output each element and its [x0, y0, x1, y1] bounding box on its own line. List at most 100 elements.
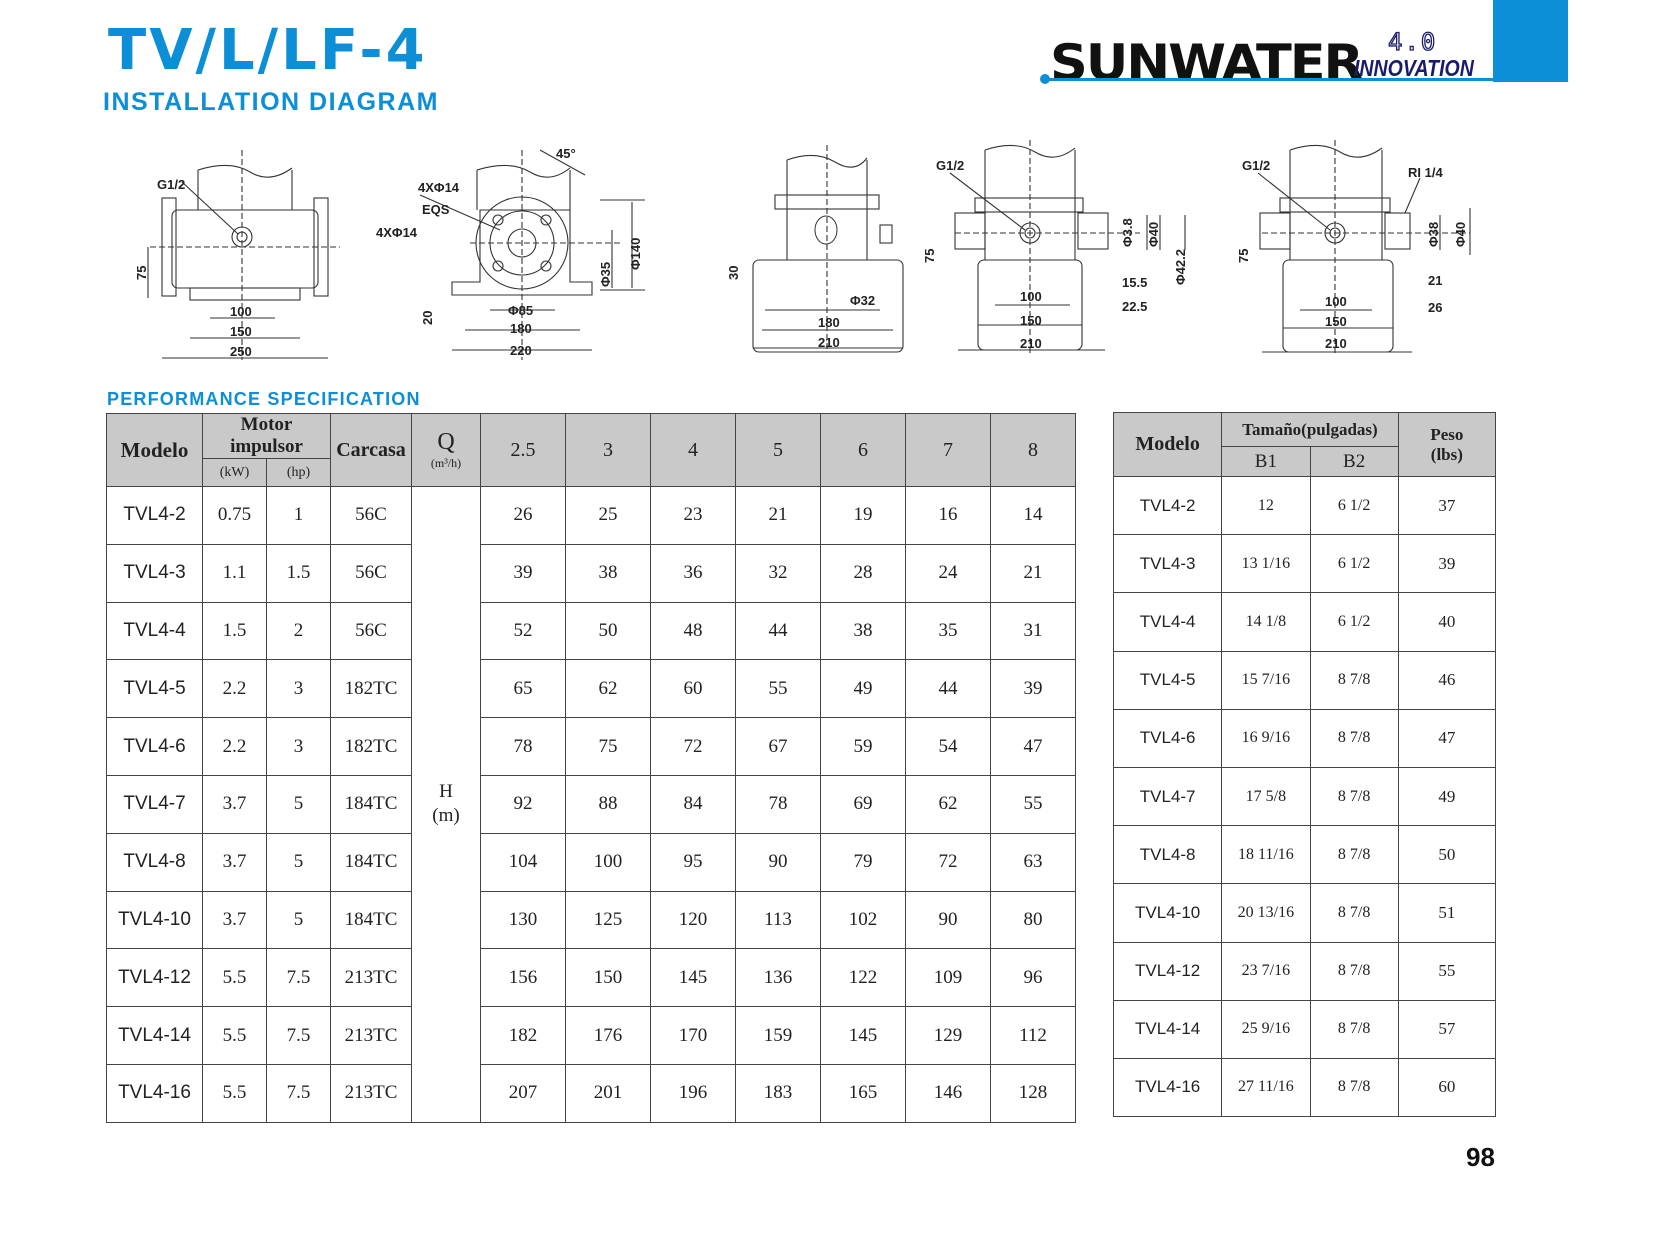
hp-cell: 1.5 — [266, 543, 331, 603]
weight-cell: 49 — [1397, 766, 1497, 827]
b1-cell: 13 1/16 — [1221, 534, 1311, 594]
svg-text:Φ32: Φ32 — [850, 293, 875, 308]
model-cell: TVL4-12 — [106, 948, 203, 1008]
head-value-cell: 21 — [735, 486, 821, 545]
model-cell: TVL4-12 — [1112, 941, 1223, 1001]
kw-cell: 5.5 — [202, 1063, 267, 1123]
diagram-front-flanged: G1/2 75 100 150 250 — [134, 150, 340, 360]
head-value-cell: 49 — [820, 659, 906, 719]
svg-text:22.5: 22.5 — [1122, 299, 1147, 314]
b2-cell: 8 7/8 — [1309, 650, 1399, 710]
model-cell: TVL4-16 — [1112, 1057, 1223, 1118]
model-cell: TVL4-2 — [1112, 475, 1223, 536]
model-cell: TVL4-14 — [106, 1006, 203, 1065]
b2-cell: 8 7/8 — [1309, 941, 1399, 1001]
model-cell: TVL4-3 — [1112, 534, 1223, 594]
head-value-cell: 165 — [820, 1063, 906, 1123]
hp-cell: 3 — [266, 659, 331, 719]
frame-cell: 213TC — [330, 1006, 412, 1065]
svg-text:180: 180 — [818, 315, 840, 330]
head-value-cell: 182 — [480, 1006, 566, 1065]
head-value-cell: 84 — [650, 774, 736, 834]
head-value-cell: 95 — [650, 832, 736, 892]
kw-cell: 0.75 — [202, 486, 267, 545]
svg-text:RI 1/4: RI 1/4 — [1408, 165, 1443, 180]
head-value-cell: 79 — [820, 832, 906, 892]
hp-cell: 5 — [266, 832, 331, 892]
head-value-cell: 92 — [480, 774, 566, 834]
header-b2: B2 — [1309, 446, 1399, 477]
head-value-cell: 50 — [565, 601, 651, 661]
dimensions-table: Modelo Tamaño(pulgadas) Peso(lbs) B1 B2 … — [1112, 412, 1497, 1118]
head-value-cell: 150 — [565, 948, 651, 1008]
head-unit-cell: H(m) — [411, 486, 481, 1123]
svg-text:4XΦ14: 4XΦ14 — [376, 225, 418, 240]
head-value-cell: 48 — [650, 601, 736, 661]
weight-cell: 40 — [1397, 592, 1497, 652]
head-value-cell: 80 — [990, 890, 1076, 950]
svg-text:G1/2: G1/2 — [1242, 158, 1270, 173]
head-value-cell: 39 — [990, 659, 1076, 719]
flow-7: 7 — [905, 413, 991, 487]
weight-cell: 50 — [1397, 825, 1497, 885]
svg-text:250: 250 — [230, 344, 252, 359]
corner-accent — [1493, 0, 1568, 82]
svg-text:Φ40: Φ40 — [1146, 222, 1161, 247]
b1-cell: 12 — [1221, 475, 1311, 536]
svg-text:30: 30 — [726, 266, 741, 280]
header-frame: Carcasa — [330, 413, 412, 487]
head-value-cell: 32 — [735, 543, 821, 603]
svg-text:Φ38: Φ38 — [1426, 222, 1441, 247]
b2-cell: 8 7/8 — [1309, 1057, 1399, 1118]
head-value-cell: 21 — [990, 543, 1076, 603]
page-number: 98 — [1466, 1142, 1495, 1172]
diagram-front-threaded-alt: G1/2 RI 1/4 75 Φ38 Φ40 21 26 100 150 210 — [1236, 140, 1471, 355]
section-title: PERFORMANCE SPECIFICATION — [107, 389, 421, 409]
head-value-cell: 128 — [990, 1063, 1076, 1123]
frame-cell: 184TC — [330, 890, 412, 950]
head-value-cell: 130 — [480, 890, 566, 950]
head-value-cell: 100 — [565, 832, 651, 892]
flow-3: 3 — [565, 413, 651, 487]
kw-cell: 5.5 — [202, 948, 267, 1008]
svg-text:150: 150 — [1325, 314, 1347, 329]
b1-cell: 17 5/8 — [1221, 766, 1311, 827]
svg-text:Φ42.2: Φ42.2 — [1173, 249, 1188, 285]
head-value-cell: 129 — [905, 1006, 991, 1065]
svg-text:75: 75 — [1236, 249, 1251, 263]
hp-cell: 1 — [266, 486, 331, 545]
head-value-cell: 44 — [735, 601, 821, 661]
kw-cell: 1.5 — [202, 601, 267, 661]
svg-text:180: 180 — [510, 321, 532, 336]
b1-cell: 20 13/16 — [1221, 883, 1311, 943]
svg-text:150: 150 — [230, 324, 252, 339]
flow-4: 4 — [650, 413, 736, 487]
hp-cell: 7.5 — [266, 1006, 331, 1065]
head-value-cell: 125 — [565, 890, 651, 950]
kw-cell: 1.1 — [202, 543, 267, 603]
model-cell: TVL4-7 — [1112, 766, 1223, 827]
frame-cell: 56C — [330, 486, 412, 545]
installation-diagrams: G1/2 75 100 150 250 45° 4XΦ14 EQS 4XΦ14 … — [134, 140, 1471, 360]
flow-8: 8 — [990, 413, 1076, 487]
head-value-cell: 104 — [480, 832, 566, 892]
weight-cell: 55 — [1397, 941, 1497, 1001]
b2-cell: 8 7/8 — [1309, 883, 1399, 943]
weight-cell: 57 — [1397, 999, 1497, 1059]
head-value-cell: 96 — [990, 948, 1076, 1008]
svg-text:Φ35: Φ35 — [598, 262, 613, 287]
svg-text:75: 75 — [922, 249, 937, 263]
svg-text:45°: 45° — [556, 146, 576, 161]
head-value-cell: 113 — [735, 890, 821, 950]
model-cell: TVL4-8 — [1112, 825, 1223, 885]
b1-cell: 15 7/16 — [1221, 650, 1311, 710]
head-value-cell: 35 — [905, 601, 991, 661]
svg-text:26: 26 — [1428, 300, 1442, 315]
head-value-cell: 62 — [565, 659, 651, 719]
head-value-cell: 54 — [905, 717, 991, 776]
